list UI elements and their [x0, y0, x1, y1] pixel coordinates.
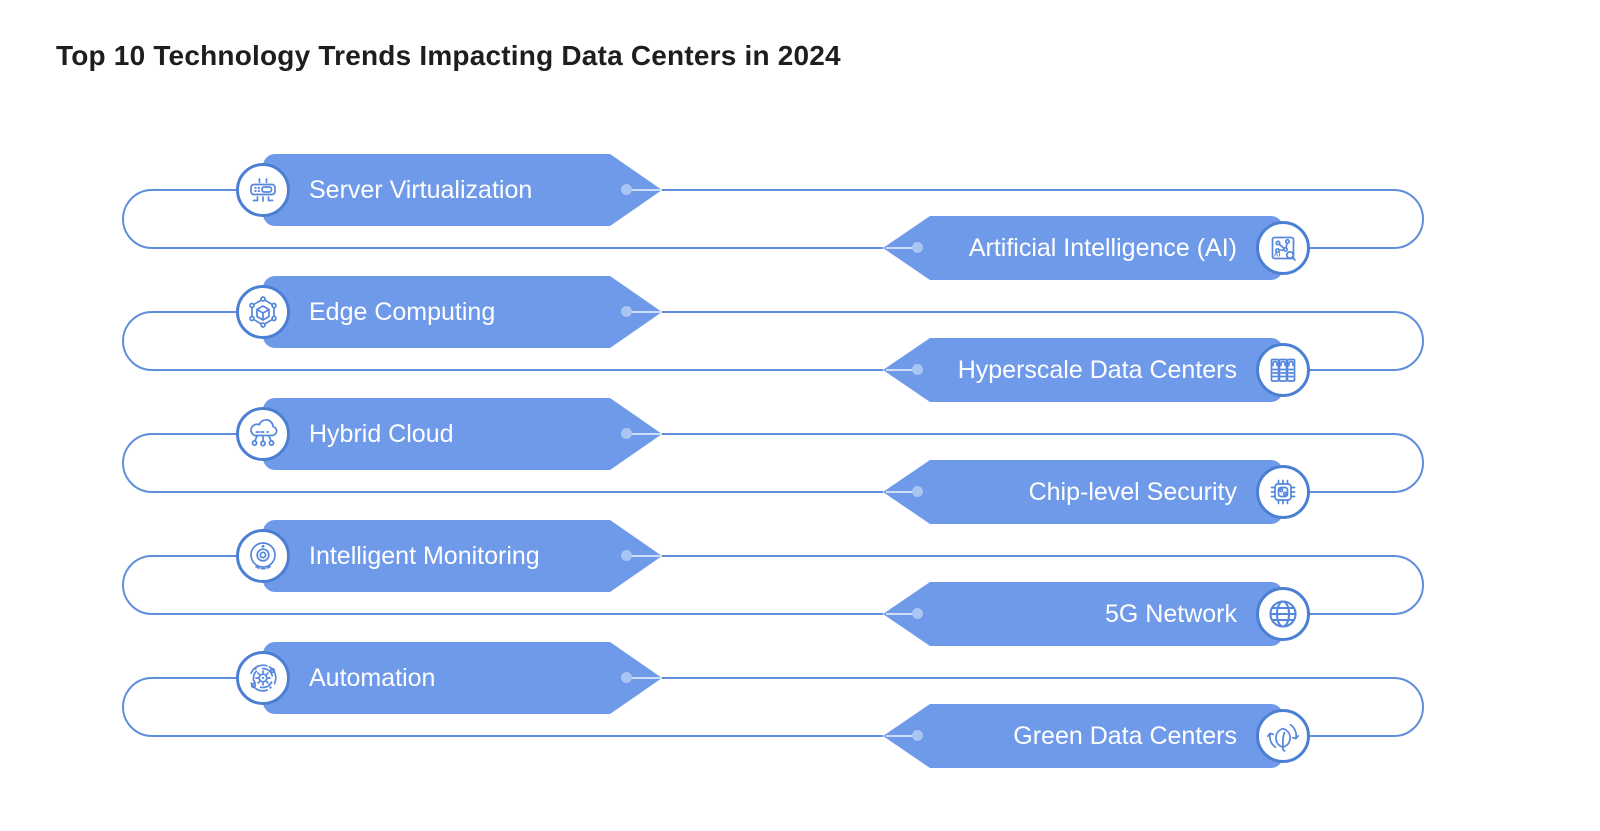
server-virtualization-icon: [236, 163, 290, 217]
trend-label: Chip-level Security: [1028, 477, 1237, 506]
trend-label: Hybrid Cloud: [309, 419, 454, 448]
green-data-centers-icon: [1256, 709, 1310, 763]
connector-left-loop-5: [122, 677, 883, 737]
connector-dot: [912, 608, 923, 619]
trend-banner-green-data-centers: Green Data Centers: [883, 704, 1283, 768]
tip-line: [886, 734, 917, 737]
trend-banner-chip-level-security: Chip-level Security: [883, 460, 1283, 524]
trend-banner-hybrid-cloud: Hybrid Cloud: [263, 398, 662, 470]
tip-line: [886, 490, 917, 493]
connector-dot: [621, 672, 632, 683]
edge-computing-icon: [236, 285, 290, 339]
tip-line: [626, 432, 661, 435]
connector-left-loop-3: [122, 433, 883, 493]
trend-banner-5g-network: 5G Network: [883, 582, 1283, 646]
trend-label: Green Data Centers: [1013, 721, 1237, 750]
tip-line: [626, 310, 661, 313]
connector-dot: [621, 306, 632, 317]
connector-dot: [912, 242, 923, 253]
connector-left-loop-1: [122, 189, 883, 249]
trend-banner-server-virtualization: Server Virtualization: [263, 154, 662, 226]
trend-label: Artificial Intelligence (AI): [968, 233, 1237, 262]
connector-dot: [912, 730, 923, 741]
connector-dot: [621, 428, 632, 439]
trend-banner-hyperscale-data-centers: Hyperscale Data Centers: [883, 338, 1283, 402]
5g-network-icon: [1256, 587, 1310, 641]
connector-dot: [912, 486, 923, 497]
automation-icon: [236, 651, 290, 705]
connector-left-loop-4: [122, 555, 883, 615]
trend-label: Hyperscale Data Centers: [957, 355, 1237, 384]
tip-line: [626, 676, 661, 679]
trend-label: Automation: [309, 663, 436, 692]
connector-right-loop-4: [662, 555, 1424, 615]
artificial-intelligence-icon: AI: [1256, 221, 1310, 275]
trend-banner-automation: Automation: [263, 642, 662, 714]
tip-line: [886, 612, 917, 615]
connector-dot: [621, 550, 632, 561]
connector-right-loop-3: [662, 433, 1424, 493]
chip-level-security-icon: [1256, 465, 1310, 519]
tip-line: [886, 246, 917, 249]
trend-banner-edge-computing: Edge Computing: [263, 276, 662, 348]
trend-banner-intelligent-monitoring: Intelligent Monitoring: [263, 520, 662, 592]
hybrid-cloud-icon: [236, 407, 290, 461]
tip-line: [626, 554, 661, 557]
connector-left-loop-2: [122, 311, 883, 371]
hyperscale-data-centers-icon: [1256, 343, 1310, 397]
connector-dot: [912, 364, 923, 375]
trend-label: Intelligent Monitoring: [309, 541, 540, 570]
connector-dot: [621, 184, 632, 195]
svg-text:AI: AI: [1274, 252, 1281, 259]
tip-line: [626, 188, 661, 191]
trend-label: Edge Computing: [309, 297, 496, 326]
page-title: Top 10 Technology Trends Impacting Data …: [56, 40, 841, 71]
connector-right-loop-1: [662, 189, 1424, 249]
tip-line: [886, 368, 917, 371]
trend-label: Server Virtualization: [309, 175, 533, 204]
intelligent-monitoring-icon: [236, 529, 290, 583]
trend-label: 5G Network: [1105, 599, 1237, 628]
connector-right-loop-2: [662, 311, 1424, 371]
trend-banner-artificial-intelligence: Artificial Intelligence (AI): [883, 216, 1283, 280]
connector-right-loop-5: [662, 677, 1424, 737]
